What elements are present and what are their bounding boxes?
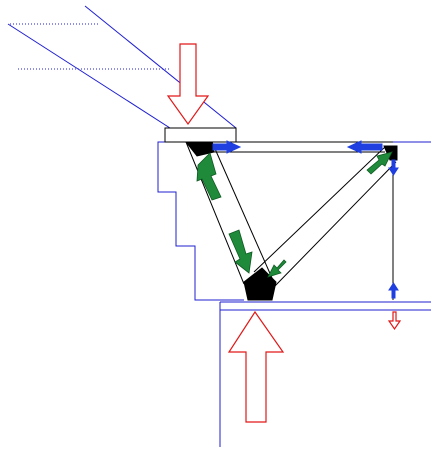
- node-forces: [212, 140, 399, 299]
- diagonal-strut-edge-upper: [253, 145, 387, 273]
- internal-forces: [196, 151, 393, 278]
- right-tie-force-down: [388, 159, 399, 176]
- top-tie-force-left: [212, 140, 242, 154]
- top-bearing-plate: [164, 127, 237, 143]
- left-strut-force-down: [228, 229, 253, 274]
- small-down-arrow: [387, 311, 402, 331]
- diagonal-strut-edge-lower: [273, 161, 397, 288]
- top-tie-force-right: [346, 140, 383, 154]
- external-loads: [166, 43, 402, 423]
- left-strut-force-up: [196, 152, 222, 201]
- node-bottom: [243, 267, 277, 301]
- rafter-bottom-line: [7, 23, 171, 129]
- node-top-left: [184, 141, 215, 157]
- left-strut-edge-outer: [185, 141, 245, 285]
- diagonal-strut-force-lower: [267, 259, 287, 278]
- right-tie-force-up: [388, 282, 399, 299]
- left-strut-edge-inner: [211, 141, 273, 279]
- structure-outline: [7, 5, 431, 447]
- bottom-reaction-arrow: [227, 310, 285, 423]
- diagonal-strut-force-upper: [366, 151, 393, 175]
- top-load-arrow: [166, 43, 210, 126]
- rafter-top-line: [84, 5, 237, 129]
- stepped-wall-profile: [157, 141, 244, 301]
